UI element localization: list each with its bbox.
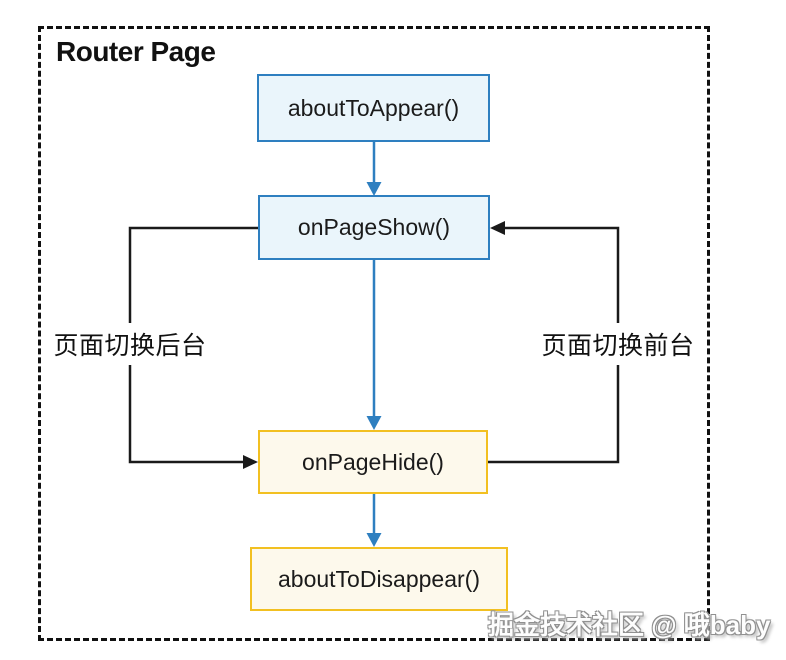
- node-aboutToAppear-label: aboutToAppear(): [287, 94, 460, 121]
- edge-label-switch-to-foreground: 页面切换前台: [537, 323, 699, 365]
- diagram-title: Router Page: [56, 36, 216, 67]
- router-page-frame: [38, 26, 710, 641]
- watermark: 掘金技术社区 @ 哦baby: [488, 610, 771, 640]
- node-onPageHide: onPageHide(): [258, 430, 488, 494]
- node-aboutToDisappear-label: aboutToDisappear(): [277, 565, 480, 592]
- edge-label-switch-to-background: 页面切换后台: [49, 323, 211, 365]
- node-onPageHide-label: onPageHide(): [302, 448, 444, 475]
- node-onPageShow-label: onPageShow(): [297, 214, 451, 240]
- node-aboutToDisappear: aboutToDisappear(): [250, 547, 508, 611]
- node-onPageShow: onPageShow(): [258, 195, 490, 260]
- node-aboutToAppear: aboutToAppear(): [257, 74, 490, 142]
